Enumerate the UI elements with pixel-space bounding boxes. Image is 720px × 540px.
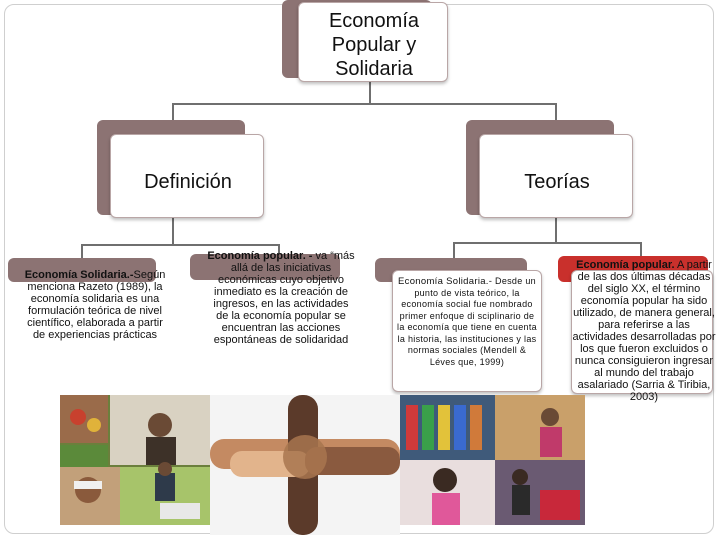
def-popular-text: Economía popular. - va “más allá de las … xyxy=(206,250,356,346)
connector-left-down xyxy=(172,103,174,121)
connector-teo-right xyxy=(640,242,642,256)
connector-level1-bar xyxy=(172,103,556,105)
def-solidaria-shadow xyxy=(8,258,156,282)
teo-popular-body: A partir de las dos últimas décadas del … xyxy=(572,259,716,403)
connector-teo-left xyxy=(453,242,455,258)
connector-def-down xyxy=(172,215,174,245)
connector-teo-bar xyxy=(453,242,641,244)
connector-right-down xyxy=(555,103,557,121)
teorias-node: Teorías xyxy=(479,134,633,218)
teo-popular-heading: Economía popular. xyxy=(576,259,675,271)
root-title: Economía Popular y Solidaria xyxy=(328,10,420,80)
def-popular-body: va “más allá de las iniciativas económic… xyxy=(213,250,355,346)
def-solidaria-body: Según menciona Razeto (1989), la economí… xyxy=(27,269,166,341)
def-solidaria-heading: Economía Solidaria.- xyxy=(24,269,134,281)
definicion-label: Definición xyxy=(144,171,232,193)
connector-def-right xyxy=(278,244,280,254)
photo-left-collage xyxy=(60,395,210,525)
connector-def-left xyxy=(81,244,83,258)
def-solidaria-text: Economía Solidaria.-Según menciona Razet… xyxy=(24,269,166,341)
photo-center-hands xyxy=(210,395,400,535)
teo-solidaria-text: Economía Solidaria.- Desde un punto de v… xyxy=(396,276,538,368)
teo-popular-text: Economía popular. A partir de las dos úl… xyxy=(572,259,716,403)
teo-solidaria-heading: Economía Solidaria.- xyxy=(398,276,493,287)
def-popular-shadow xyxy=(190,254,340,280)
photo-right-collage xyxy=(400,395,585,525)
root-node: Economía Popular y Solidaria xyxy=(298,2,448,82)
connector-def-bar xyxy=(81,244,279,246)
teo-popular-card xyxy=(571,270,713,394)
teorias-label: Teorías xyxy=(524,171,590,193)
teo-solidaria-body: Desde un punto de vista teórico, la econ… xyxy=(397,276,537,367)
connector-teo-down xyxy=(555,215,557,243)
connector-root-down xyxy=(369,78,371,104)
def-popular-heading: Economía popular. - xyxy=(207,250,313,262)
definicion-node: Definición xyxy=(110,134,264,218)
teo-solidaria-card xyxy=(392,270,542,392)
